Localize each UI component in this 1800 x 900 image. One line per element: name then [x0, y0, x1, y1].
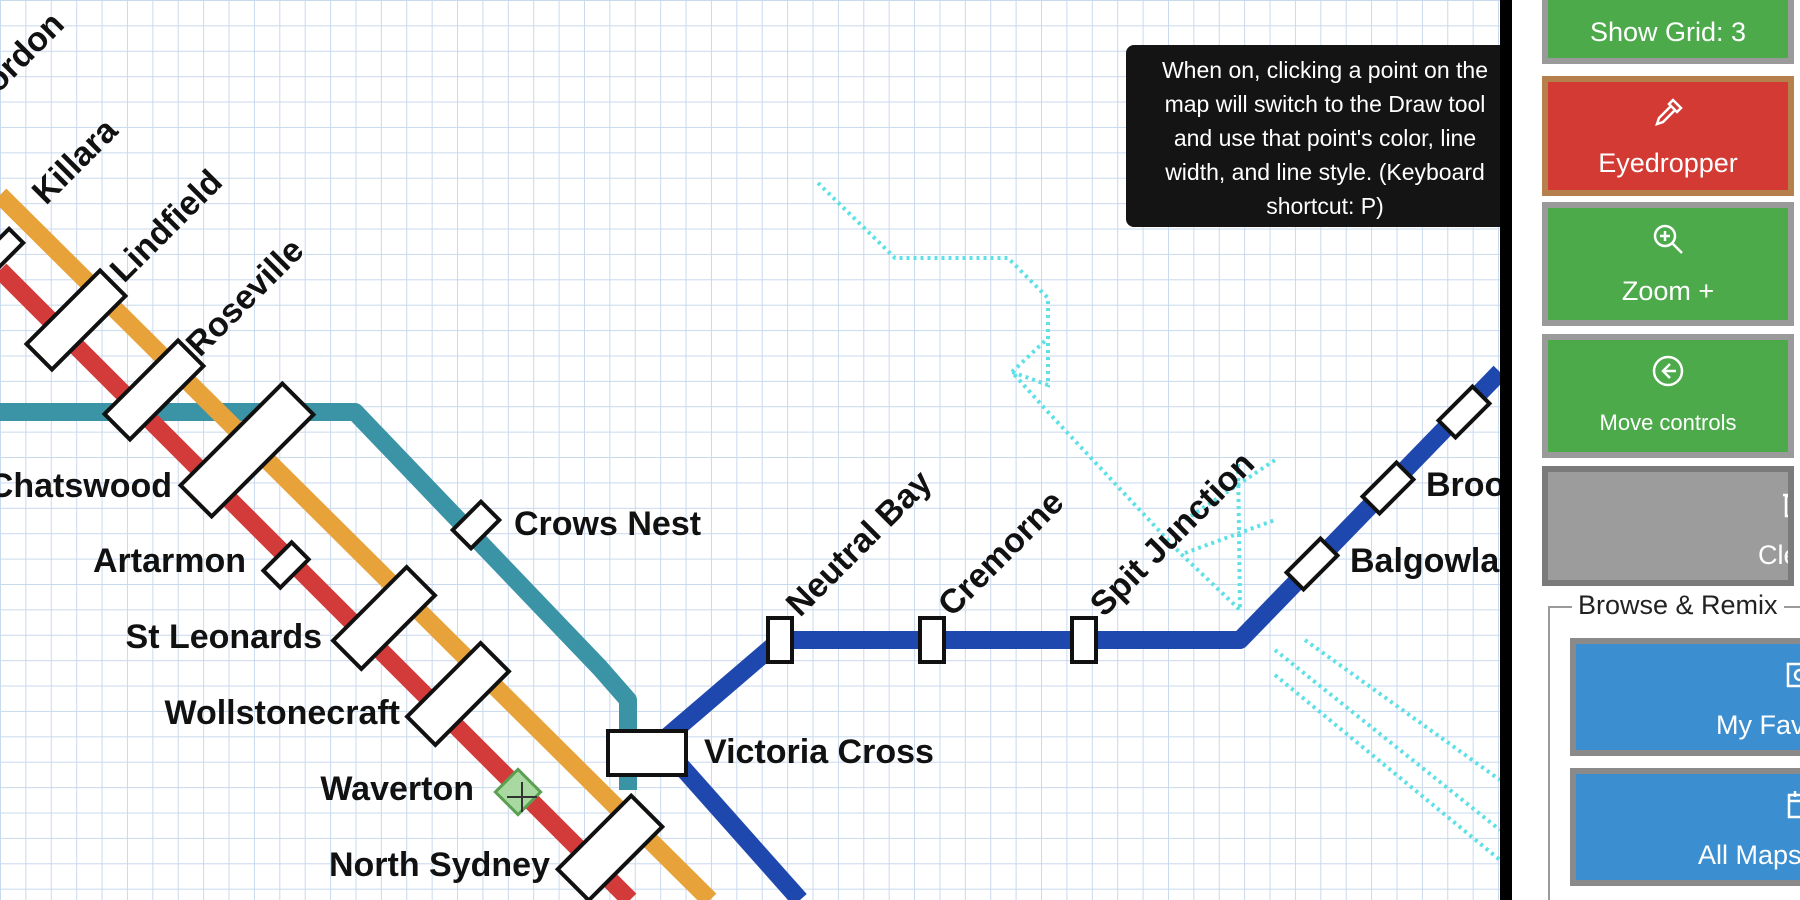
station-label-cremorne: Cremorne	[931, 483, 1071, 623]
station-marker-st-leonards[interactable]	[330, 564, 438, 672]
panel-divider	[1500, 0, 1512, 900]
controls-panel: Show Grid: 3 Eyedropper Zoom +	[1512, 0, 1800, 900]
all-maps-label: All Maps	[1698, 840, 1800, 870]
station-marker-north-sydney[interactable]	[554, 792, 666, 900]
station-label-neutral-bay: Neutral Bay	[779, 463, 940, 624]
zoom-in-icon	[1548, 222, 1788, 264]
station-label-roseville: Roseville	[179, 231, 311, 363]
station-marker-wollstonecraft[interactable]	[404, 640, 512, 748]
station-label-artarmon: Artarmon	[93, 542, 246, 580]
station-label-balgowlah: Balgowlah	[1350, 542, 1500, 580]
my-favorites-label: My Favorites	[1716, 710, 1800, 740]
red-line[interactable]	[0, 263, 637, 900]
station-label-chatswood: Chatswood	[0, 467, 172, 505]
zoom-in-label: Zoom +	[1621, 276, 1715, 306]
clear-label: Clear	[1758, 540, 1788, 570]
station-label-crows-nest: Crows Nest	[514, 505, 701, 543]
station-label-killara: Killara	[25, 111, 126, 212]
blue-line-south[interactable]	[673, 759, 807, 900]
teal-line[interactable]	[0, 403, 637, 790]
map-drawing[interactable]: Gordon Killara Lindfield Roseville Chats…	[0, 0, 1500, 900]
tooltip-text: When on, clicking a point on the map wil…	[1161, 57, 1489, 219]
station-marker-upper[interactable]	[1435, 383, 1493, 441]
station-label-spit-junction: Spit Junction	[1083, 445, 1262, 624]
orange-line[interactable]	[0, 188, 717, 900]
move-controls-label: Move controls	[1599, 410, 1737, 435]
move-controls-button[interactable]: Move controls	[1542, 334, 1794, 458]
station-marker-artarmon[interactable]	[260, 539, 312, 591]
browse-remix-legend: Browse & Remix	[1572, 590, 1784, 621]
eyedropper-icon	[1548, 96, 1788, 138]
station-marker-neutral-bay[interactable]	[766, 616, 794, 664]
station-marker-killara[interactable]	[0, 225, 27, 275]
station-label-lindfield: Lindfield	[103, 163, 230, 290]
eyedropper-label: Eyedropper	[1598, 148, 1738, 178]
station-marker-brookvale[interactable]	[1359, 459, 1417, 517]
station-label-north-sydney: North Sydney	[329, 846, 550, 884]
station-label-st-leonards: St Leonards	[126, 618, 322, 656]
show-grid-button[interactable]: Show Grid: 3	[1542, 0, 1794, 64]
trash-icon	[1778, 486, 1788, 528]
station-marker-roseville[interactable]	[101, 337, 207, 443]
station-marker-cremorne[interactable]	[918, 616, 946, 664]
station-marker-balgowlah[interactable]	[1283, 535, 1341, 593]
all-maps-button[interactable]: All Maps	[1570, 768, 1800, 886]
dotted-line[interactable]	[816, 181, 1500, 862]
my-favorites-button[interactable]: My Favorites	[1570, 638, 1800, 756]
favorites-icon	[1784, 658, 1800, 700]
station-marker-chatswood[interactable]	[177, 380, 317, 520]
station-marker-spit-junction[interactable]	[1070, 616, 1098, 664]
station-marker-waverton[interactable]	[493, 767, 543, 817]
station-label-victoria-cross: Victoria Cross	[704, 733, 934, 771]
show-grid-label: Show Grid: 3	[1589, 17, 1747, 47]
zoom-in-button[interactable]: Zoom +	[1542, 202, 1794, 326]
station-marker-crows-nest[interactable]	[449, 498, 503, 552]
station-label-wollstonecraft: Wollstonecraft	[164, 694, 400, 732]
station-label-waverton: Waverton	[320, 770, 474, 808]
eyedropper-tooltip: When on, clicking a point on the map wil…	[1126, 45, 1524, 227]
station-marker-lindfield[interactable]	[23, 267, 129, 373]
station-label-brookvale: Brookvale	[1426, 466, 1500, 504]
arrow-left-circle-icon	[1548, 354, 1788, 396]
crosshair-cursor-icon	[507, 782, 537, 812]
station-marker-victoria-cross[interactable]	[606, 729, 688, 777]
calendar-icon	[1784, 788, 1800, 830]
station-label-gordon: Gordon	[0, 5, 72, 119]
eyedropper-button[interactable]: Eyedropper	[1542, 76, 1794, 196]
clear-button[interactable]: Clear	[1542, 466, 1794, 586]
